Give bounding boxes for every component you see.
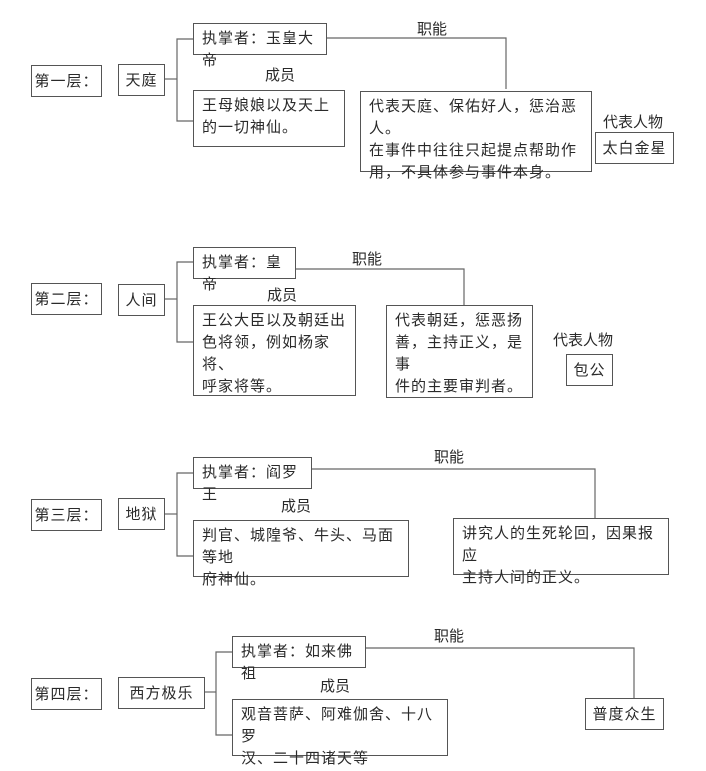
representative-heading: 代表人物 (603, 113, 664, 131)
function-box: 代表天庭、保佑好人，惩治恶人。 在事件中往往只起提点帮助作 用，不具体参与事件本… (360, 91, 592, 181)
members-box: 观音菩萨、阿难伽舍、十八罗 汉、二十四诸天等 (232, 699, 448, 767)
members-heading: 成员 (320, 677, 351, 695)
realm-box: 西方极乐 (118, 677, 205, 709)
layer-label: 第一层： (31, 65, 102, 97)
members-box: 王公大臣以及朝廷出 色将领，例如杨家将、 呼家将等。 (193, 305, 356, 396)
realm-box: 天庭 (118, 64, 165, 96)
function-connector (327, 37, 507, 89)
ruler-box: 执掌者：皇帝 (193, 247, 296, 293)
bracket (176, 38, 193, 122)
function-heading: 职能 (417, 20, 448, 38)
bracket (176, 472, 193, 557)
layer-label: 第四层： (31, 678, 102, 710)
ruler-box: 执掌者：如来佛祖 (232, 636, 366, 682)
bracket (215, 651, 232, 736)
function-connector (296, 268, 465, 305)
ruler-box: 执掌者：玉皇大帝 (193, 23, 327, 69)
layer-label: 第三层： (31, 499, 102, 531)
function-connector (366, 647, 635, 699)
ruler-box: 执掌者：阎罗王 (193, 457, 312, 503)
representative-heading: 代表人物 (553, 331, 614, 349)
members-box: 王母娘娘以及天上 的一切神仙。 (193, 90, 345, 147)
representative-box: 包公 (566, 354, 613, 386)
layer-label: 第二层： (31, 283, 102, 315)
members-heading: 成员 (267, 286, 298, 304)
function-box: 讲究人的生死轮回，因果报应 主持人间的正义。 (453, 518, 669, 586)
members-box: 判官、城隍爷、牛头、马面等地 府神仙。 (193, 520, 409, 588)
realm-box: 人间 (118, 284, 165, 316)
function-connector (312, 468, 596, 519)
bracket (176, 261, 193, 343)
function-heading: 职能 (434, 448, 465, 466)
function-heading: 职能 (352, 250, 383, 268)
members-heading: 成员 (281, 497, 312, 515)
function-box: 普度众生 (585, 698, 664, 730)
representative-box: 太白金星 (595, 132, 674, 164)
members-heading: 成员 (265, 66, 296, 84)
function-box: 代表朝廷，惩恶扬 善，主持正义，是事 件的主要审判者。 (386, 305, 533, 398)
function-heading: 职能 (434, 627, 465, 645)
realm-box: 地狱 (118, 498, 165, 530)
